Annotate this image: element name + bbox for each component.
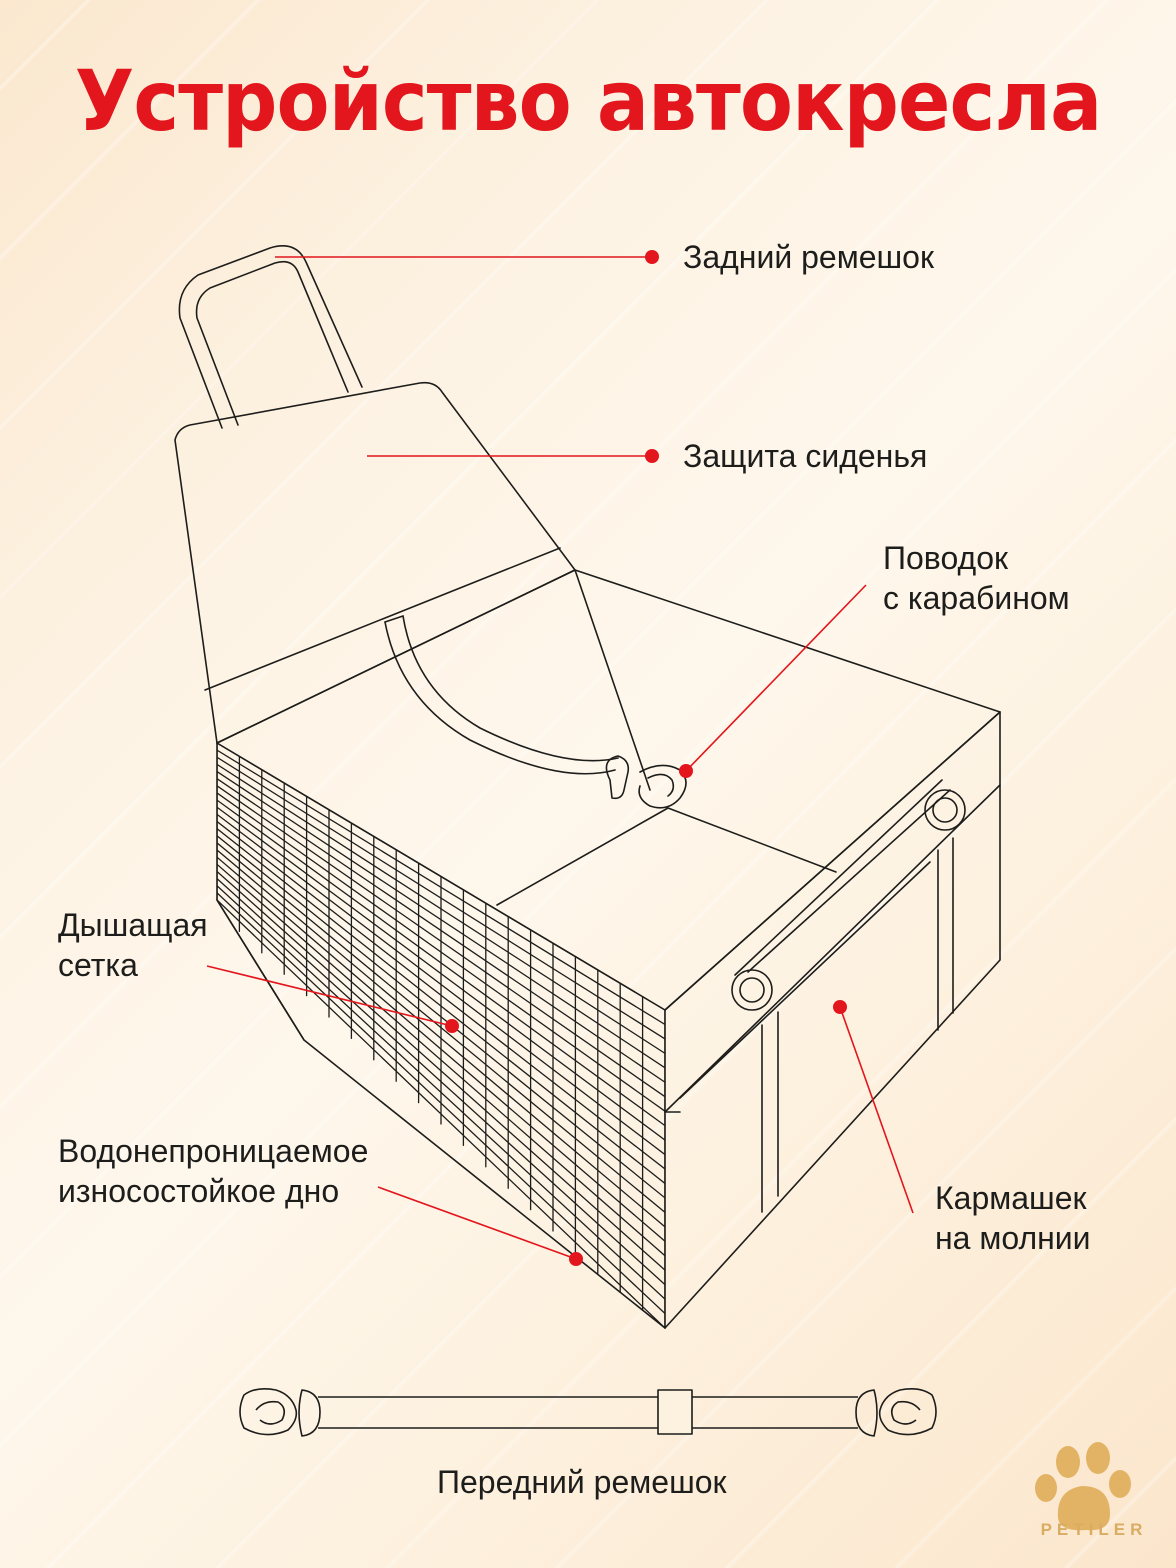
mesh-horizontal-line (217, 827, 665, 1185)
label-pocket-2: на молнии (935, 1220, 1091, 1256)
mesh-horizontal-line (217, 756, 665, 1040)
back-strap-drawing (178, 245, 363, 429)
mesh-horizontal-line (217, 835, 665, 1199)
label-seat-protection: Защита сиденья (683, 438, 928, 474)
label-mesh-2: сетка (58, 947, 138, 983)
callout-dot-leash (679, 764, 693, 778)
mesh-horizontal-line (217, 743, 665, 1011)
callout-dot-bottom (569, 1252, 583, 1266)
callout-leash (685, 584, 867, 772)
mesh-horizontal-line (217, 813, 665, 1156)
callout-bottom (377, 1186, 577, 1260)
callout-dot-seat-protection (645, 449, 659, 463)
mesh-horizontal-line (217, 856, 665, 1242)
callout-pocket (839, 1006, 914, 1214)
mesh-horizontal-line (217, 885, 665, 1300)
label-bottom-1: Водонепроницаемое (58, 1133, 369, 1169)
mesh-horizontal-line (217, 820, 665, 1170)
mesh-horizontal-line (217, 763, 665, 1055)
mesh-horizontal-line (217, 863, 665, 1257)
mesh-horizontal-line (217, 870, 665, 1271)
callout-dot-back-strap (645, 250, 659, 264)
label-leash-2: с карабином (883, 580, 1070, 616)
callout-dot-mesh (445, 1019, 459, 1033)
label-back-strap: Задний ремешок (683, 239, 934, 275)
paw-icon (1035, 1442, 1131, 1531)
mesh-horizontal-line (217, 770, 665, 1069)
mesh-horizontal-line (217, 892, 665, 1315)
label-mesh-1: Дышащая (58, 907, 208, 943)
mesh-horizontal-line (217, 877, 665, 1286)
mesh-horizontal-line (217, 849, 665, 1228)
mesh-horizontal-line (217, 899, 665, 1328)
logo-text: PETILER (1040, 1520, 1148, 1539)
callout-dot-pocket (833, 1000, 847, 1014)
mesh-horizontal-line (217, 842, 665, 1214)
mesh-horizontal-line (217, 792, 665, 1112)
page-title: Устройство автокресла (74, 52, 1103, 150)
mesh-horizontal-line (217, 778, 665, 1083)
mesh-horizontal-line (217, 749, 665, 1026)
label-leash-1: Поводок (883, 540, 1008, 576)
mesh-horizontal-line (217, 806, 665, 1141)
mesh-horizontal-line (217, 799, 665, 1127)
label-front-strap: Передний ремешок (437, 1464, 727, 1500)
label-bottom-2: износостойкое дно (58, 1173, 340, 1209)
mesh-drawing (216, 742, 666, 1329)
callout-mesh (206, 965, 453, 1027)
label-pocket-1: Кармашек (935, 1180, 1087, 1216)
mesh-horizontal-line (217, 785, 665, 1098)
